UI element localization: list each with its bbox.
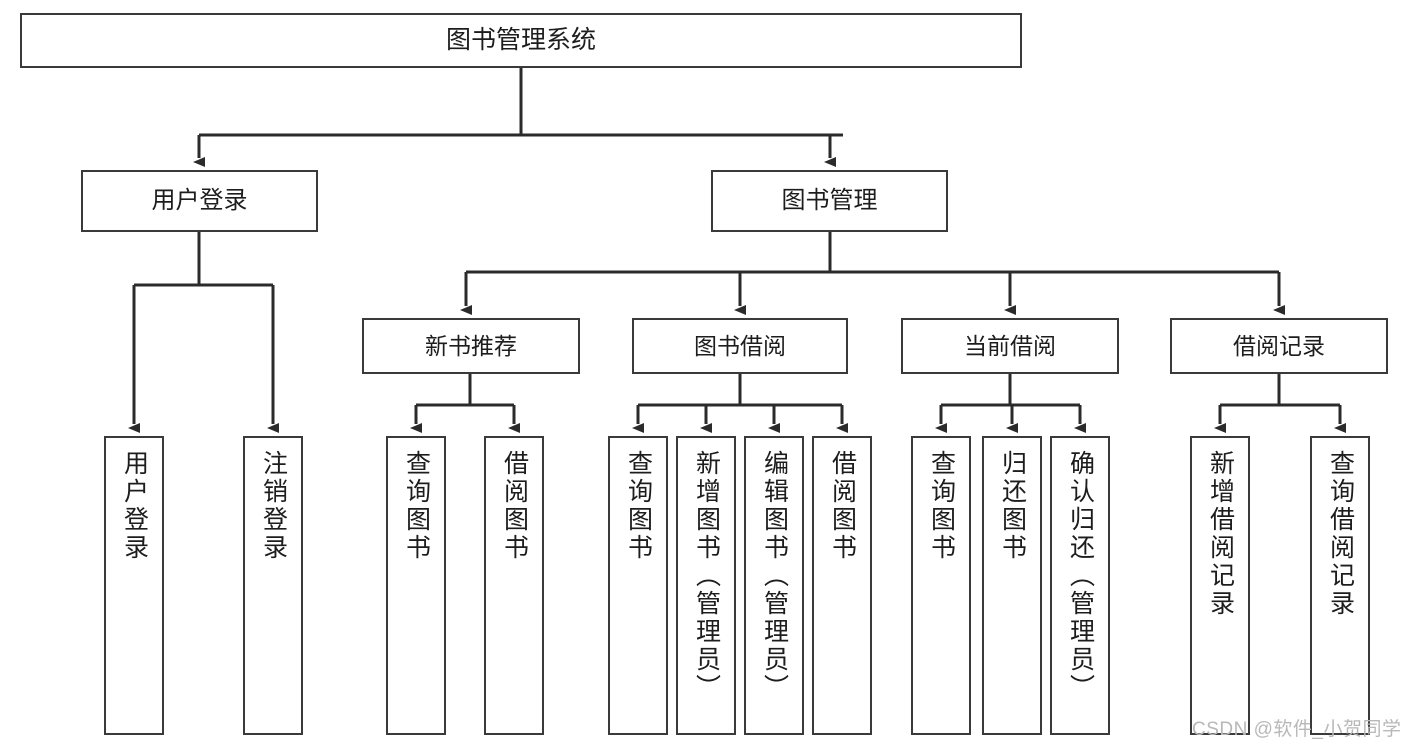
node-leaf-query-record[interactable]: 查询借阅记录 bbox=[1310, 436, 1370, 735]
node-book-manage-label: 图书管理 bbox=[781, 187, 878, 215]
node-leaf-user-login[interactable]: 用户登录 bbox=[104, 436, 164, 735]
node-leaf-borrow-book-1-label: 借阅图书 bbox=[500, 450, 529, 562]
node-leaf-confirm-return-label: 确认归还（管理员） bbox=[1066, 450, 1095, 702]
node-leaf-query-record-label: 查询借阅记录 bbox=[1326, 450, 1355, 618]
node-current-borrow[interactable]: 当前借阅 bbox=[901, 318, 1119, 374]
node-leaf-user-login-label: 用户登录 bbox=[120, 450, 149, 562]
node-leaf-borrow-book-2-label: 借阅图书 bbox=[828, 450, 857, 562]
node-leaf-logout-label: 注销登录 bbox=[259, 450, 288, 562]
node-book-borrow-label: 图书借阅 bbox=[694, 332, 786, 359]
node-new-book-rec-label: 新书推荐 bbox=[425, 332, 517, 359]
node-user-login[interactable]: 用户登录 bbox=[81, 170, 318, 232]
node-leaf-borrow-book-2[interactable]: 借阅图书 bbox=[812, 436, 872, 735]
node-borrow-record-label: 借阅记录 bbox=[1233, 332, 1325, 359]
watermark-text: CSDN @软件_小贺同学 bbox=[1192, 719, 1402, 740]
node-leaf-return-book[interactable]: 归还图书 bbox=[982, 436, 1042, 735]
node-leaf-edit-book[interactable]: 编辑图书（管理员） bbox=[744, 436, 804, 735]
node-book-manage[interactable]: 图书管理 bbox=[711, 170, 948, 232]
node-leaf-add-record[interactable]: 新增借阅记录 bbox=[1190, 436, 1250, 735]
node-leaf-query-book-3[interactable]: 查询图书 bbox=[911, 436, 971, 735]
node-leaf-query-book-3-label: 查询图书 bbox=[927, 450, 956, 562]
node-leaf-borrow-book-1[interactable]: 借阅图书 bbox=[484, 436, 544, 735]
node-leaf-query-book-1[interactable]: 查询图书 bbox=[386, 436, 446, 735]
node-root[interactable]: 图书管理系统 bbox=[20, 13, 1022, 68]
node-leaf-confirm-return[interactable]: 确认归还（管理员） bbox=[1050, 436, 1110, 735]
node-root-label: 图书管理系统 bbox=[445, 26, 596, 55]
node-leaf-query-book-2[interactable]: 查询图书 bbox=[608, 436, 668, 735]
node-leaf-logout[interactable]: 注销登录 bbox=[243, 436, 303, 735]
node-leaf-add-book[interactable]: 新增图书（管理员） bbox=[676, 436, 736, 735]
node-leaf-query-book-2-label: 查询图书 bbox=[624, 450, 653, 562]
node-book-borrow[interactable]: 图书借阅 bbox=[632, 318, 848, 374]
node-user-login-label: 用户登录 bbox=[151, 187, 248, 215]
node-new-book-rec[interactable]: 新书推荐 bbox=[362, 318, 580, 374]
node-leaf-add-book-label: 新增图书（管理员） bbox=[692, 450, 721, 702]
node-leaf-edit-book-label: 编辑图书（管理员） bbox=[760, 450, 789, 702]
node-leaf-return-book-label: 归还图书 bbox=[998, 450, 1027, 562]
node-borrow-record[interactable]: 借阅记录 bbox=[1170, 318, 1388, 374]
node-current-borrow-label: 当前借阅 bbox=[964, 332, 1056, 359]
node-leaf-query-book-1-label: 查询图书 bbox=[402, 450, 431, 562]
node-leaf-add-record-label: 新增借阅记录 bbox=[1206, 450, 1235, 618]
